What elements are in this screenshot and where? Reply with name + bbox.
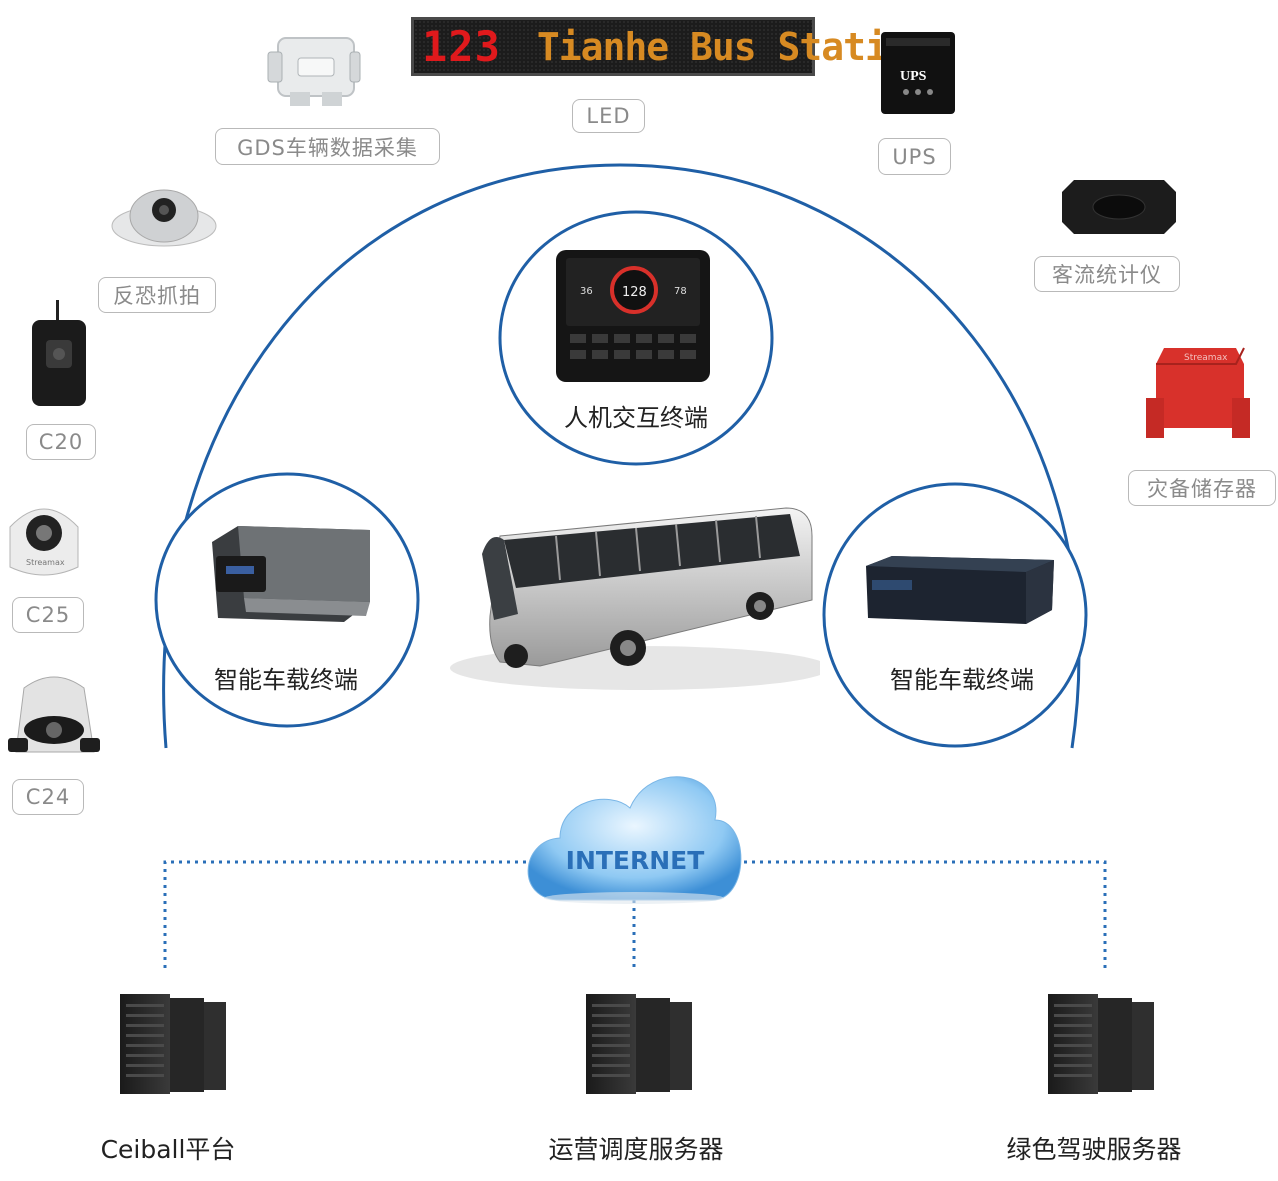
c25-brand-text: Streamax (26, 558, 65, 567)
dispatch-server-icon (586, 994, 692, 1094)
internet-cloud (527, 776, 742, 904)
dotted-network-links (163, 860, 1107, 970)
led-sign: 123 Tianhe Bus Station (411, 17, 932, 76)
green-driving-server-icon (1048, 994, 1154, 1094)
bus-image (450, 507, 820, 690)
gds-label: GDS车辆数据采集 (215, 128, 440, 165)
hmi-terminal-label: 人机交互终端 (564, 404, 708, 432)
right-terminal-circle (822, 482, 1088, 748)
disaster-storage-brand-text: Streamax (1184, 353, 1228, 363)
c20-label: C20 (26, 424, 96, 460)
led-label: LED (572, 99, 645, 133)
c24-label: C24 (12, 779, 84, 815)
green-driving-server-label: 绿色驾驶服务器 (1006, 1135, 1182, 1164)
led-text: Tianhe Bus Station (536, 24, 932, 69)
coverage-arc (162, 163, 1081, 749)
ceiball-platform-label: Ceiball平台 (100, 1135, 236, 1164)
c25-label: C25 (12, 597, 84, 633)
c24-camera-icon (8, 676, 100, 753)
c20-camera-icon (32, 300, 86, 406)
anti-terror-label: 反恐抓拍 (98, 277, 216, 313)
hmi-right-value: 78 (674, 286, 687, 297)
passenger-counter-label: 客流统计仪 (1034, 256, 1180, 292)
ups-device-icon: UPS (881, 32, 955, 114)
gds-device-icon (267, 37, 361, 106)
left-terminal-label: 智能车载终端 (214, 666, 358, 694)
internet-label: INTERNET (565, 846, 705, 875)
right-terminal-label: 智能车载终端 (890, 666, 1034, 694)
left-terminal-circle (154, 472, 420, 728)
hmi-left-value: 36 (580, 286, 593, 297)
hmi-screen-value: 128 (622, 285, 647, 300)
ups-label: UPS (878, 138, 951, 175)
c25-camera-icon: Streamax (9, 508, 79, 576)
led-number: 123 (422, 22, 501, 71)
ups-device-text: UPS (900, 69, 927, 84)
ceiball-server-icon (120, 994, 226, 1094)
dome-camera-icon (111, 189, 217, 247)
disaster-storage-label: 灾备储存器 (1128, 470, 1276, 506)
dispatch-server-label: 运营调度服务器 (548, 1135, 724, 1164)
disaster-storage-icon: Streamax (1146, 347, 1250, 438)
hmi-terminal-circle: 128 36 78 (498, 210, 774, 466)
passenger-counter-icon (1062, 180, 1176, 234)
